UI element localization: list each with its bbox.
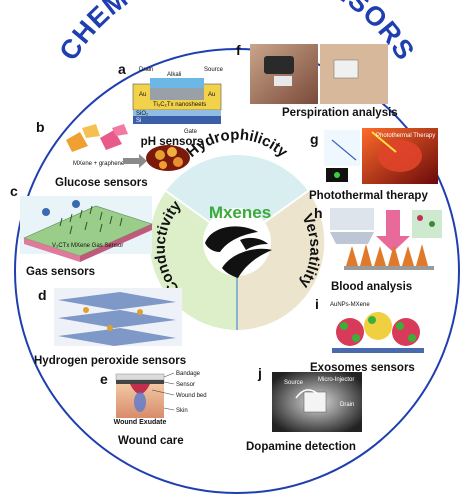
gas-molecule-icon: [72, 200, 80, 208]
ph-channel: [150, 88, 204, 100]
panel-e-wound-care: e Bandage Sensor Wound bed Skin Wound Ex…: [100, 371, 207, 447]
panel-letter-h: h: [314, 205, 323, 221]
layer-wound-bed-label: Wound bed: [176, 393, 207, 399]
photothermal-inset-label: Photothermal Therapy: [376, 133, 435, 139]
mxene-flake-shape-3: [240, 237, 268, 250]
ph-alkali-label: Alkali: [167, 72, 181, 78]
ph-si-layer: [133, 116, 221, 124]
segment-hydrophilicity: [166, 154, 308, 242]
mxene-layer: [58, 328, 176, 346]
mxene-layer: [58, 310, 176, 328]
nanoflower-array: [346, 244, 428, 266]
center-wheel: [149, 154, 325, 330]
blood-molecules: [412, 210, 442, 238]
blood-device: [330, 208, 374, 230]
panel-c-gas-sensor: c V₂CTx MXene Gas Sensor Gas sensors: [10, 183, 153, 278]
ph-source-label: Source: [204, 67, 224, 73]
label-glucose-sensors: Glucose sensors: [55, 177, 148, 189]
wearable-device: [264, 56, 294, 74]
exosome-substrate: [332, 348, 424, 353]
panel-a-ph-sensor: a Drain Source Alkali Au Au Ti₃C₂Tx nano…: [118, 61, 224, 148]
arrow-down-icon: [376, 210, 410, 252]
glucose-composite-image: [146, 145, 190, 171]
panel-letter-d: d: [38, 287, 47, 303]
mxene-layer: [58, 292, 176, 310]
panel-letter-a: a: [118, 61, 126, 77]
wound-exudate-drop: [134, 392, 146, 412]
panel-letter-c: c: [10, 183, 18, 199]
ph-si-label: Si: [136, 118, 141, 124]
label-blood-analysis: Blood analysis: [331, 281, 412, 293]
segment-versatility: [237, 191, 325, 330]
panel-letter-g: g: [310, 131, 319, 147]
panel-b-glucose-sensor: b MXene + graphene Glucose sensors: [36, 119, 190, 189]
aunps-mxene-label: AuNPs-MXene: [330, 302, 370, 308]
bandage-layer: [115, 373, 165, 381]
mxene-flake-shape: [205, 226, 258, 252]
ph-drain-label: Drain: [139, 67, 153, 73]
label-exosomes-sensors: Exosomes sensors: [310, 362, 415, 374]
arrow-icon: [123, 154, 147, 168]
ph-sio2-label: SiO₂: [136, 111, 149, 117]
panel-letter-f: f: [236, 42, 241, 58]
label-ph-sensors: pH sensors: [141, 136, 204, 148]
wound-exudate-label: Wound Exudate: [114, 419, 167, 426]
panel-letter-e: e: [100, 371, 108, 387]
label-hydrogen-peroxide-sensors: Hydrogen peroxide sensors: [34, 355, 186, 367]
ph-sio2-layer: [133, 110, 221, 116]
panel-g-photothermal: g Photothermal Therapy Photothermal ther…: [309, 128, 438, 202]
dopamine-drain-label: Drain: [340, 402, 354, 408]
gas-sensor-nanostructures: [59, 205, 123, 235]
gas-molecule-icon: [42, 208, 50, 216]
label-gas-sensors: Gas sensors: [26, 266, 95, 278]
wound-bed: [130, 384, 150, 394]
panel-letter-i: i: [315, 296, 319, 312]
ph-alkali-solution: [150, 78, 204, 88]
panel-i-exosomes: i AuNPs-MXene Exosomes sensors: [310, 296, 424, 374]
sensor-layer: [116, 380, 164, 384]
mxene-flake-shape-2: [222, 248, 272, 278]
ph-gate-label: Gate: [184, 129, 198, 135]
label-perspiration-analysis: Perspiration analysis: [282, 107, 398, 119]
label-photothermal-therapy: Photothermal therapy: [309, 190, 428, 202]
exosome-structures: [336, 312, 420, 346]
glucose-composite-label: MXene + graphene: [73, 161, 125, 167]
gas-device-label: V₂CTx MXene Gas Sensor: [52, 243, 123, 249]
panel-letter-b: b: [36, 119, 45, 135]
wound-layer-labels: Bandage Sensor Wound bed Skin: [151, 371, 207, 414]
layer-skin-label: Skin: [176, 408, 188, 414]
panel-letter-j: j: [257, 365, 262, 381]
layer-bandage-label: Bandage: [176, 371, 201, 377]
dopamine-source-label: Source: [284, 380, 304, 386]
mxene-flakes-illustration: [66, 124, 128, 152]
panel-h-blood-analysis: h Blood analysis: [314, 205, 442, 293]
layer-sensor-label: Sensor: [176, 382, 195, 388]
ph-au-right-label: Au: [208, 92, 215, 98]
label-dopamine-detection: Dopamine detection: [246, 441, 356, 453]
ph-channel-label: Ti₃C₂Tx nanosheets: [153, 102, 206, 108]
center-label: Mxenes: [209, 203, 271, 222]
panel-d-h2o2-sensor: d Hydrogen peroxide sensors: [34, 287, 186, 367]
panel-f-perspiration: f Perspiration analysis: [236, 42, 398, 119]
panel-j-dopamine: j Source Micro-Injector Drain Dopamine d…: [246, 365, 362, 453]
dopamine-injector-label: Micro-Injector: [318, 377, 354, 383]
label-wound-care: Wound care: [118, 435, 184, 447]
ph-au-left-label: Au: [139, 92, 146, 98]
